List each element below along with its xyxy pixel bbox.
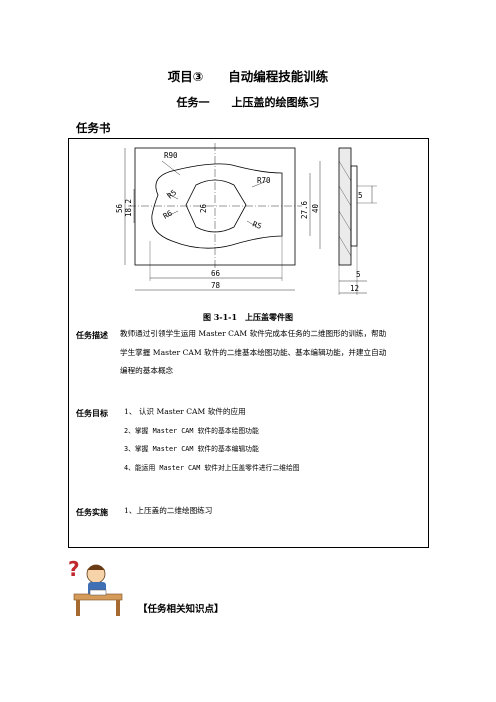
desc-line: 编程的基本概念 [120,366,174,375]
dim-r5-b: R5 [251,219,263,231]
dim-12: 12 [350,284,359,293]
student-thinking-clipart: ? [68,557,123,616]
desc-label: 任务描述 [76,330,108,340]
part-drawing: R90 R70 R5 R6 26 R5 56 18.2 27.6 40 66 7… [115,143,377,295]
impl-label: 任务实施 [76,507,108,517]
dim-66: 66 [211,269,221,278]
dim-r6: R6 [162,208,175,221]
figure-caption: 图 3-1-1 上压盖零件图 [202,312,294,322]
desc-text: 教师通过引领学生运用 Master CAM 软件完成本任务的二维图形的训练，帮助… [120,325,425,381]
dim-r5-a: R5 [166,188,179,201]
page-title: 项目③ 自动编程技能训练 [167,69,329,84]
knowledge-heading: 【任务相关知识点】 [138,604,224,615]
dim-27-6: 27.6 [300,200,309,219]
goal-item: 1、 认识 Master CAM 软件的应用 [124,407,246,416]
dim-18-2: 18.2 [124,199,133,217]
dim-5-b: 5 [356,270,361,279]
desc-line: 教师通过引领学生运用 Master CAM 软件完成本任务的二维图形的训练，帮助 [120,329,387,338]
task-book-box [68,138,429,548]
dim-5-a: 5 [358,191,363,200]
dim-r90: R90 [164,151,178,160]
dim-56: 56 [115,203,124,213]
dim-40: 40 [311,203,320,213]
dim-26: 26 [199,203,208,213]
impl-text: 1、上压盖的二维绘图练习 [124,506,213,515]
goal-list: 1、 认识 Master CAM 软件的应用 2、掌握 Master CAM 软… [124,403,424,477]
page-subtitle: 任务一 上压盖的绘图练习 [176,96,320,109]
goal-item: 3、掌握 Master CAM 软件的基本编辑功能 [124,445,259,453]
goal-item: 2、掌握 Master CAM 软件的基本绘图功能 [124,426,259,435]
question-mark-icon: ? [68,557,80,581]
desc-line: 学生掌握 Master CAM 软件的二维基本绘图功能、基本编辑功能，并建立自动 [120,347,387,357]
dim-r70: R70 [257,176,271,185]
goal-item: 4、能运用 Master CAM 软件对上压盖零件进行二维绘图 [124,463,300,472]
dim-78: 78 [211,281,221,290]
goal-label: 任务目标 [76,408,108,418]
section-heading: 任务书 [76,121,111,135]
